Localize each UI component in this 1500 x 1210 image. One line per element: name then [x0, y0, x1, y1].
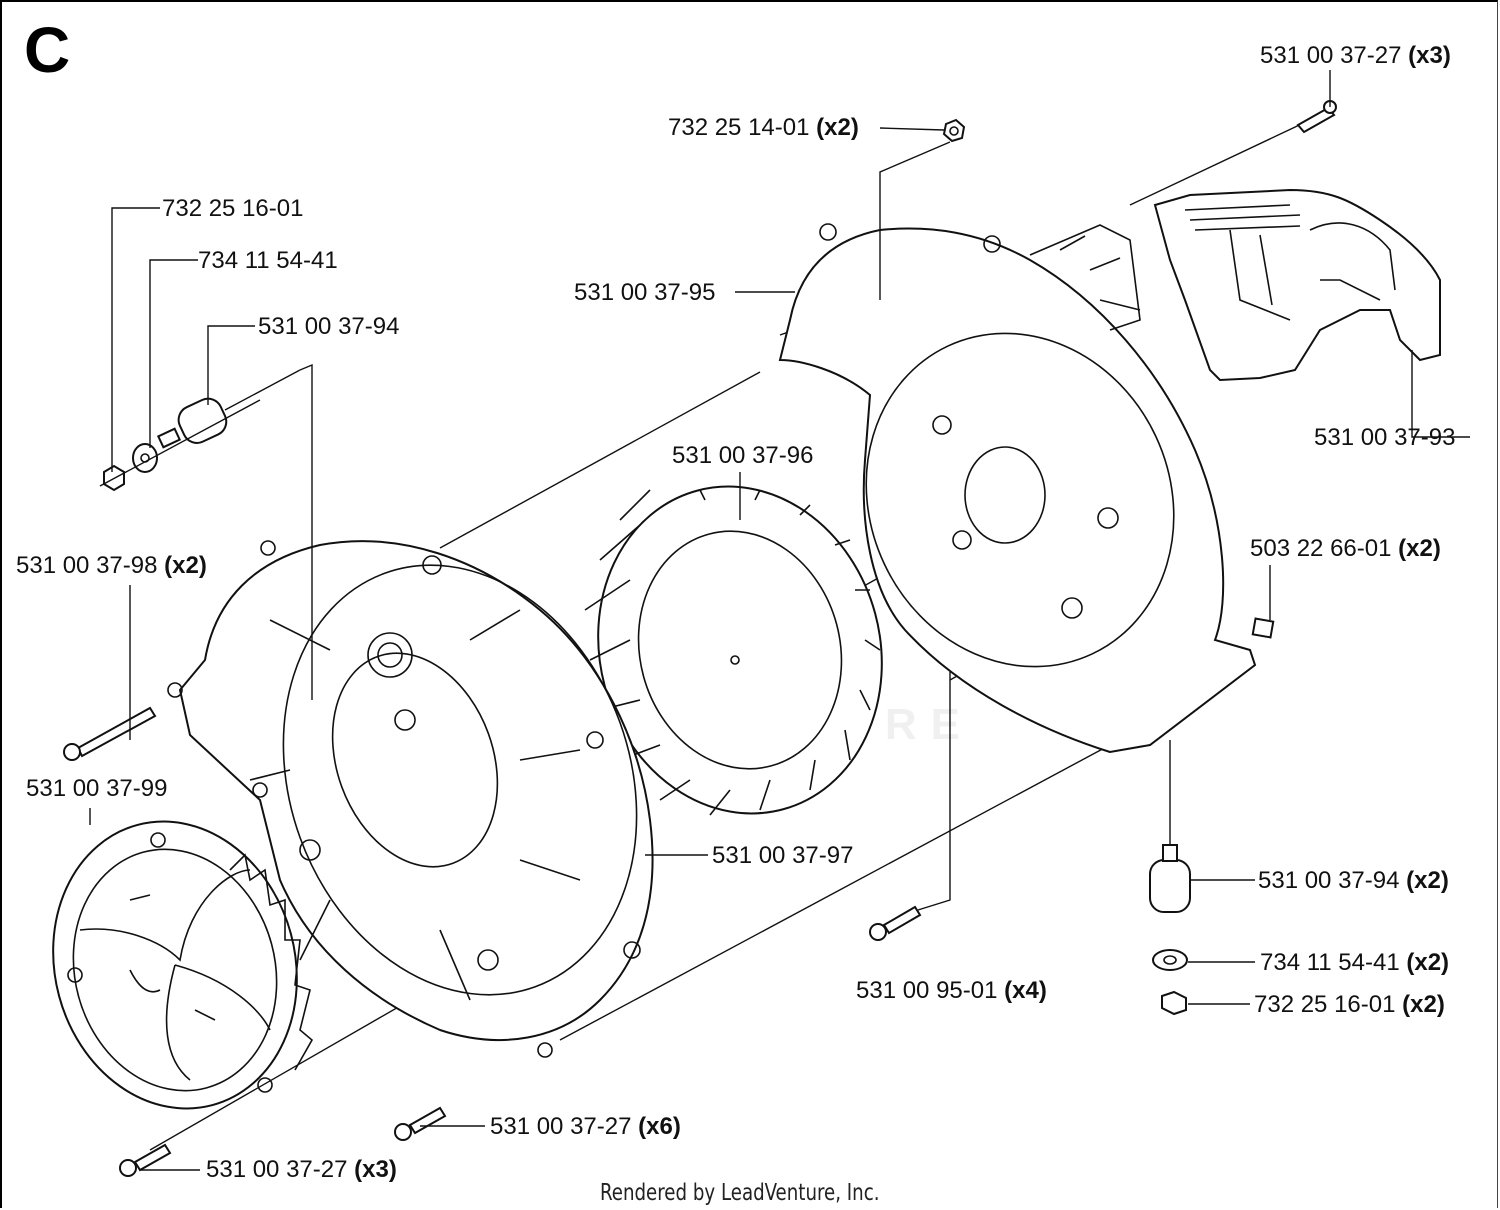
section-letter: C	[24, 14, 71, 86]
callout-732-25-16-01: 732 25 16-01	[162, 195, 304, 222]
callout-503-22-66-01: 503 22 66-01 (x2)	[1250, 535, 1441, 562]
callout-531-00-37-97: 531 00 37-97	[712, 842, 854, 869]
fastener-screw-mid	[869, 905, 922, 941]
callout-531-00-37-94: 531 00 37-94	[258, 313, 400, 340]
callout-531-00-37-27-x3-top: 531 00 37-27 (x3)	[1260, 42, 1451, 69]
callout-531-00-37-96: 531 00 37-96	[672, 442, 814, 469]
intake-cover	[52, 820, 314, 1110]
callout-734-11-54-41-x2: 734 11 54-41 (x2)	[1260, 949, 1450, 976]
rear-fan-housing	[778, 223, 1257, 754]
callout-531-00-37-93: 531 00 37-93	[1314, 424, 1456, 451]
fastener-screw-lower-left	[119, 1143, 172, 1177]
cylinder-cover	[1153, 188, 1441, 382]
fastener-mount-right	[1149, 740, 1191, 1016]
callout-732-25-14-01: 732 25 14-01 (x2)	[668, 114, 859, 141]
callout-531-00-37-27-x6: 531 00 37-27 (x6)	[490, 1113, 681, 1140]
callout-531-00-37-27-x3-bottom: 531 00 37-27 (x3)	[206, 1156, 397, 1183]
fastener-mount-left	[99, 369, 301, 492]
fastener-bolt-long-left	[63, 706, 157, 761]
callout-531-00-37-98: 531 00 37-98 (x2)	[16, 552, 207, 579]
fastener-square-nut	[1251, 617, 1275, 639]
front-fan-housing	[167, 540, 654, 1058]
callout-732-25-16-01-x2: 732 25 16-01 (x2)	[1254, 991, 1445, 1018]
footer-credit: Rendered by LeadVenture, Inc.	[600, 1180, 880, 1206]
callout-734-11-54-41: 734 11 54-41	[198, 247, 338, 274]
fastener-screw-lower-mid	[394, 1106, 447, 1141]
callout-531-00-37-99: 531 00 37-99	[26, 775, 168, 802]
callout-531-00-37-94-x2: 531 00 37-94 (x2)	[1258, 867, 1449, 894]
callout-531-00-95-01: 531 00 95-01 (x4)	[856, 977, 1047, 1004]
callout-531-00-37-95: 531 00 37-95	[574, 279, 716, 306]
fastener-nut-top	[942, 118, 966, 143]
callout-leader-lines	[89, 70, 1470, 1171]
